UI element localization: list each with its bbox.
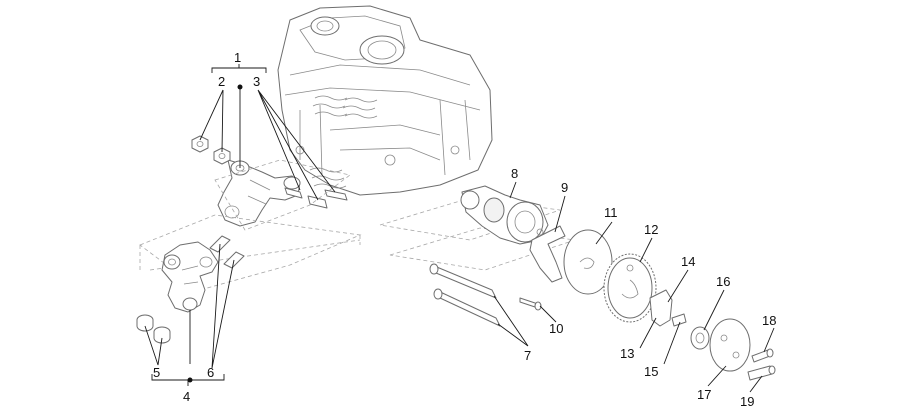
camshaft [379,185,576,271]
rocker-shafts [429,263,501,327]
callout-19: 19 [740,394,754,409]
callout-18: 18 [762,313,776,328]
screw-10 [519,297,542,311]
washer-plate [709,318,751,372]
callout-4: 4 [183,389,190,404]
rocker-pins-upper [284,187,348,209]
callout-3: 3 [253,74,260,89]
callout-12: 12 [644,222,658,237]
callout-8: 8 [511,166,518,181]
rocker-arm-lower [161,241,219,313]
decompressor-plate [529,225,566,283]
callout-15: 15 [644,364,658,379]
assembly-dot-4 [187,377,193,383]
callout-labels: 1 2 3 4 5 6 7 8 9 10 11 12 13 14 15 16 1… [153,50,776,409]
assembly-dot-1 [237,84,243,90]
callout-5: 5 [153,365,160,380]
valve-caps [136,314,171,344]
spring-cap [690,326,710,350]
cylinder-head [277,5,493,196]
callout-9: 9 [561,180,568,195]
callout-14: 14 [681,254,695,269]
callout-2: 2 [218,74,225,89]
callout-11: 11 [604,205,618,220]
callout-10: 10 [549,321,563,336]
callout-1: 1 [234,50,241,65]
decompressor-lever [649,289,687,327]
callout-13: 13 [620,346,634,361]
callout-6: 6 [207,365,214,380]
phonic-wheel [563,229,613,295]
adjusting-nuts [191,135,231,165]
callout-17: 17 [697,387,711,402]
bolts [747,348,776,381]
callout-16: 16 [716,274,730,289]
callout-7: 7 [524,348,531,363]
timing-sprocket [603,253,657,323]
